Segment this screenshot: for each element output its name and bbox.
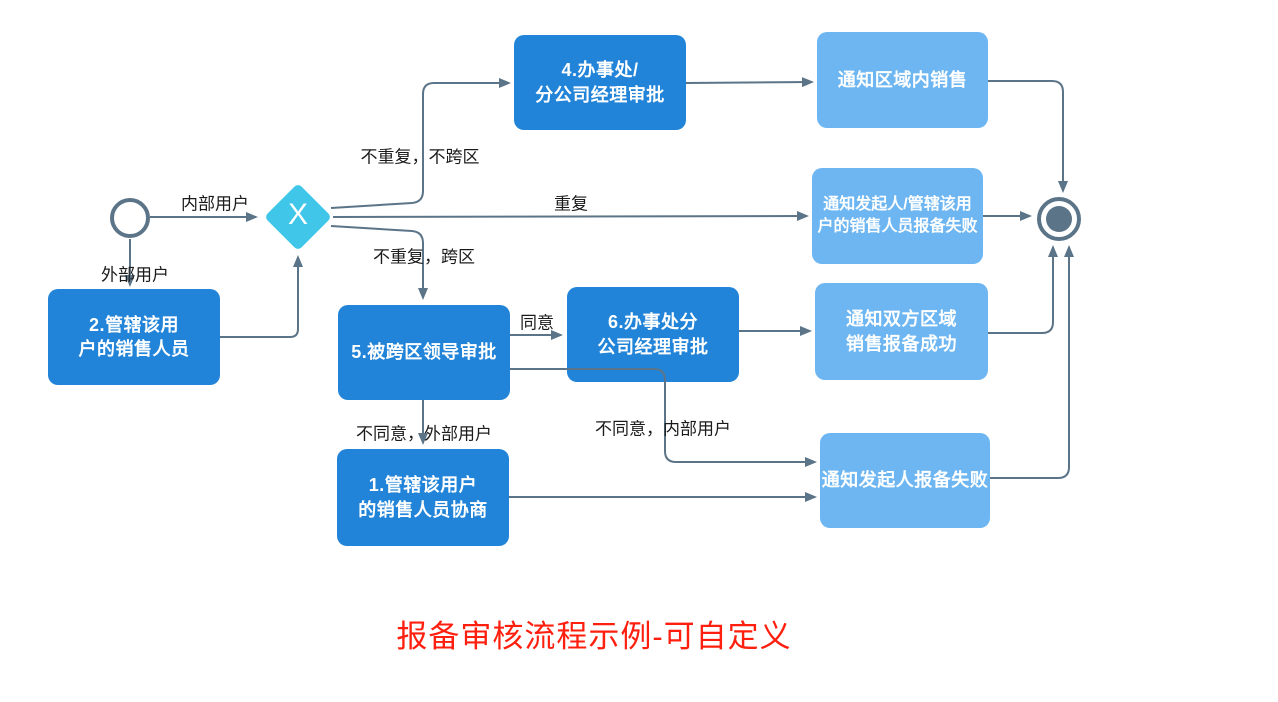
notify-both-regions-success: 通知双方区域 销售报备成功 [815,283,988,380]
notify-region-sales: 通知区域内销售 [817,32,988,128]
edge-label-disagree-internal-user: 不同意，内部用户 [595,419,731,439]
edge-notify-initiator-fail-to-end [990,245,1074,479]
end-event [1037,197,1081,241]
task-4-office-branch-manager-approval: 4.办事处/ 分公司经理审批 [514,35,686,130]
edge-notify-region-to-end [988,80,1068,193]
task-label: 5.被跨区领导审批 [351,342,497,363]
start-event [110,198,150,238]
task-label: 4.办事处/ [561,60,639,81]
task-label: 1.管辖该用户 [368,475,478,496]
edge-label-external-user: 外部用户 [101,265,169,285]
task-1-sales-rep-negotiation: 1.管辖该用户 的销售人员协商 [337,449,509,546]
edge-task2-to-gateway [220,255,303,338]
edge-task4-to-notify-region [685,77,814,88]
task-label: 分公司经理审批 [535,84,665,105]
notify-label: 通知双方区域 [846,309,957,330]
edge-label-internal-user: 内部用户 [181,194,249,214]
notify-label: 通知发起人报备失败 [821,470,989,491]
edge-label-not-duplicate-cross-region: 不重复，跨区 [373,247,475,267]
task-label: 的销售人员协商 [358,499,488,520]
edge-notify-both-to-end [988,245,1058,334]
edge-gateway-to-notify-initiator-sales-fail [332,211,809,222]
edge-label-agree: 同意 [520,313,554,333]
notify-initiator-fail: 通知发起人报备失败 [820,433,990,528]
edge-label-disagree-external-user: 不同意，外部用户 [356,424,492,444]
edge-label-not-duplicate-not-cross-region: 不重复，不跨区 [360,147,480,167]
notify-label: 通知发起人/管辖该用 [823,196,972,214]
end-event-inner-circle [1046,206,1072,232]
task-2-sales-rep-of-user: 2.管辖该用 户的销售人员 [48,289,220,385]
notify-label: 通知区域内销售 [837,69,968,90]
diagram-title: 报备审核流程示例-可自定义 [396,619,792,654]
notify-label: 销售报备成功 [846,333,957,354]
task-label: 6.办事处分 [607,312,698,333]
task-label: 2.管辖该用 [88,314,179,335]
notify-initiator-sales-fail: 通知发起人/管辖该用 户的销售人员报备失败 [812,168,983,264]
task-label: 公司经理审批 [597,336,709,357]
task-5-cross-region-leader-approval: 5.被跨区领导审批 [338,305,510,400]
task-label: 户的销售人员 [78,339,190,359]
task-6-office-branch-manager-approval: 6.办事处分 公司经理审批 [567,287,739,382]
notify-label: 户的销售人员报备失败 [817,218,978,235]
exclusive-gateway-x-label: X [287,198,308,231]
edge-label-duplicate: 重复 [554,194,588,214]
